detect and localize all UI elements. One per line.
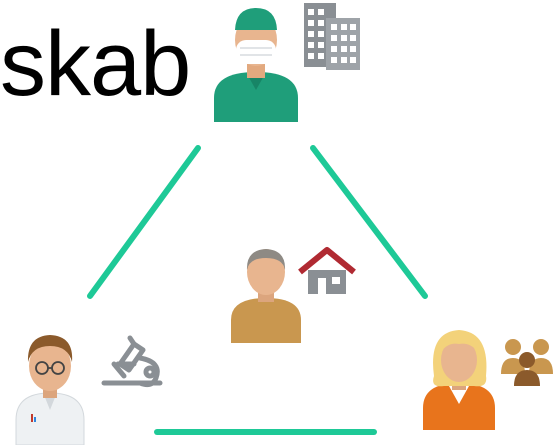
microscope-icon	[101, 335, 163, 388]
group-icon	[501, 339, 553, 386]
house-icon	[298, 247, 356, 294]
title-text: skab	[0, 13, 191, 115]
researcher-icon	[15, 335, 85, 445]
surgeon-icon	[214, 8, 298, 122]
older-man-icon	[231, 249, 301, 343]
connector-top-left	[87, 145, 201, 299]
office-building-icon	[304, 3, 360, 70]
connector-top-right	[310, 145, 428, 299]
woman-icon	[423, 330, 495, 430]
